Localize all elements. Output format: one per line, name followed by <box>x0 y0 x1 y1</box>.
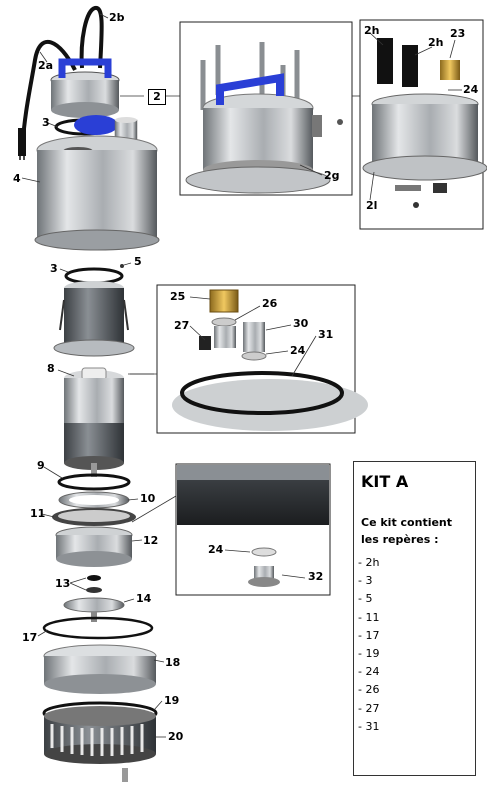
label-10: 10 <box>140 492 156 505</box>
label-8: 8 <box>47 362 55 375</box>
kit-item: - 26 <box>358 683 380 697</box>
cable-2a <box>18 39 77 160</box>
kit-title: KIT A <box>361 472 409 491</box>
panel-leaders <box>189 32 462 579</box>
kit-item: - 31 <box>358 719 380 733</box>
kit-item-list: - 2h - 3 - 5 - 11 - 17 - 19 - 24 - 26 - … <box>358 554 379 736</box>
label-17: 17 <box>22 631 38 644</box>
washer-11 <box>52 508 136 526</box>
panel-2h-art <box>362 38 487 208</box>
label-4: 4 <box>13 172 21 185</box>
nut-13 <box>86 575 102 593</box>
label-11: 11 <box>30 507 46 520</box>
label-30: 30 <box>293 317 309 330</box>
label-27: 27 <box>174 319 190 332</box>
label-12: 12 <box>143 534 159 547</box>
pump-body-12 <box>55 526 133 567</box>
kit-item: - 3 <box>358 574 373 588</box>
label-20: 20 <box>168 730 184 743</box>
label-2a: 2a <box>38 59 54 72</box>
gasket-3 <box>64 264 124 285</box>
label-5: 5 <box>134 255 142 268</box>
label-2h-right: 2h <box>428 36 444 49</box>
ring-10 <box>58 491 130 509</box>
label-31: 31 <box>318 328 334 341</box>
motor-frame <box>53 281 135 357</box>
kit-item: - 5 <box>358 592 373 606</box>
label-32: 32 <box>308 570 324 583</box>
kit-item: - 27 <box>358 701 380 715</box>
label-24-bottom: 24 <box>208 543 224 556</box>
top-cover-2 <box>50 58 120 118</box>
label-13: 13 <box>55 577 71 590</box>
kit-line-2: les repères : <box>361 533 439 546</box>
leader-lines <box>21 13 182 738</box>
panel-connectors <box>130 95 360 523</box>
outer-housing-4 <box>34 117 160 251</box>
label-18: 18 <box>165 656 181 669</box>
strainer-20 <box>44 706 156 782</box>
callout-box-2: 2 <box>148 89 166 105</box>
label-19: 19 <box>164 694 180 707</box>
label-25: 25 <box>170 290 186 303</box>
panel-seals-art <box>172 289 368 431</box>
label-9: 9 <box>37 459 45 472</box>
kit-item: - 24 <box>358 665 380 679</box>
label-2g: 2g <box>324 169 340 182</box>
o-ring-9 <box>57 473 131 491</box>
label-2l: 2l <box>366 199 378 212</box>
label-2h-left: 2h <box>364 24 380 37</box>
kit-item: - 19 <box>358 646 380 660</box>
label-23: 23 <box>450 27 466 40</box>
base-18 <box>43 644 157 694</box>
label-24-top: 24 <box>463 83 479 96</box>
kit-line-1: Ce kit contient <box>361 516 453 529</box>
label-3-top: 3 <box>42 116 50 129</box>
label-24-mid: 24 <box>290 344 306 357</box>
kit-item: - 17 <box>358 628 380 642</box>
kit-item: - 2h <box>358 556 380 569</box>
motor-8 <box>64 367 124 477</box>
label-26: 26 <box>262 297 278 310</box>
panel-plug-art <box>177 465 329 587</box>
panel-2-art <box>185 42 343 194</box>
label-3: 3 <box>50 262 58 275</box>
label-2b: 2b <box>109 11 125 24</box>
kit-item: - 11 <box>358 610 380 624</box>
kit-a-box: KIT A Ce kit contient les repères : - 2h… <box>353 461 476 776</box>
gasket-3-top <box>54 115 118 136</box>
cable-2b <box>79 6 104 69</box>
o-ring-17 <box>42 616 154 640</box>
label-14: 14 <box>136 592 152 605</box>
